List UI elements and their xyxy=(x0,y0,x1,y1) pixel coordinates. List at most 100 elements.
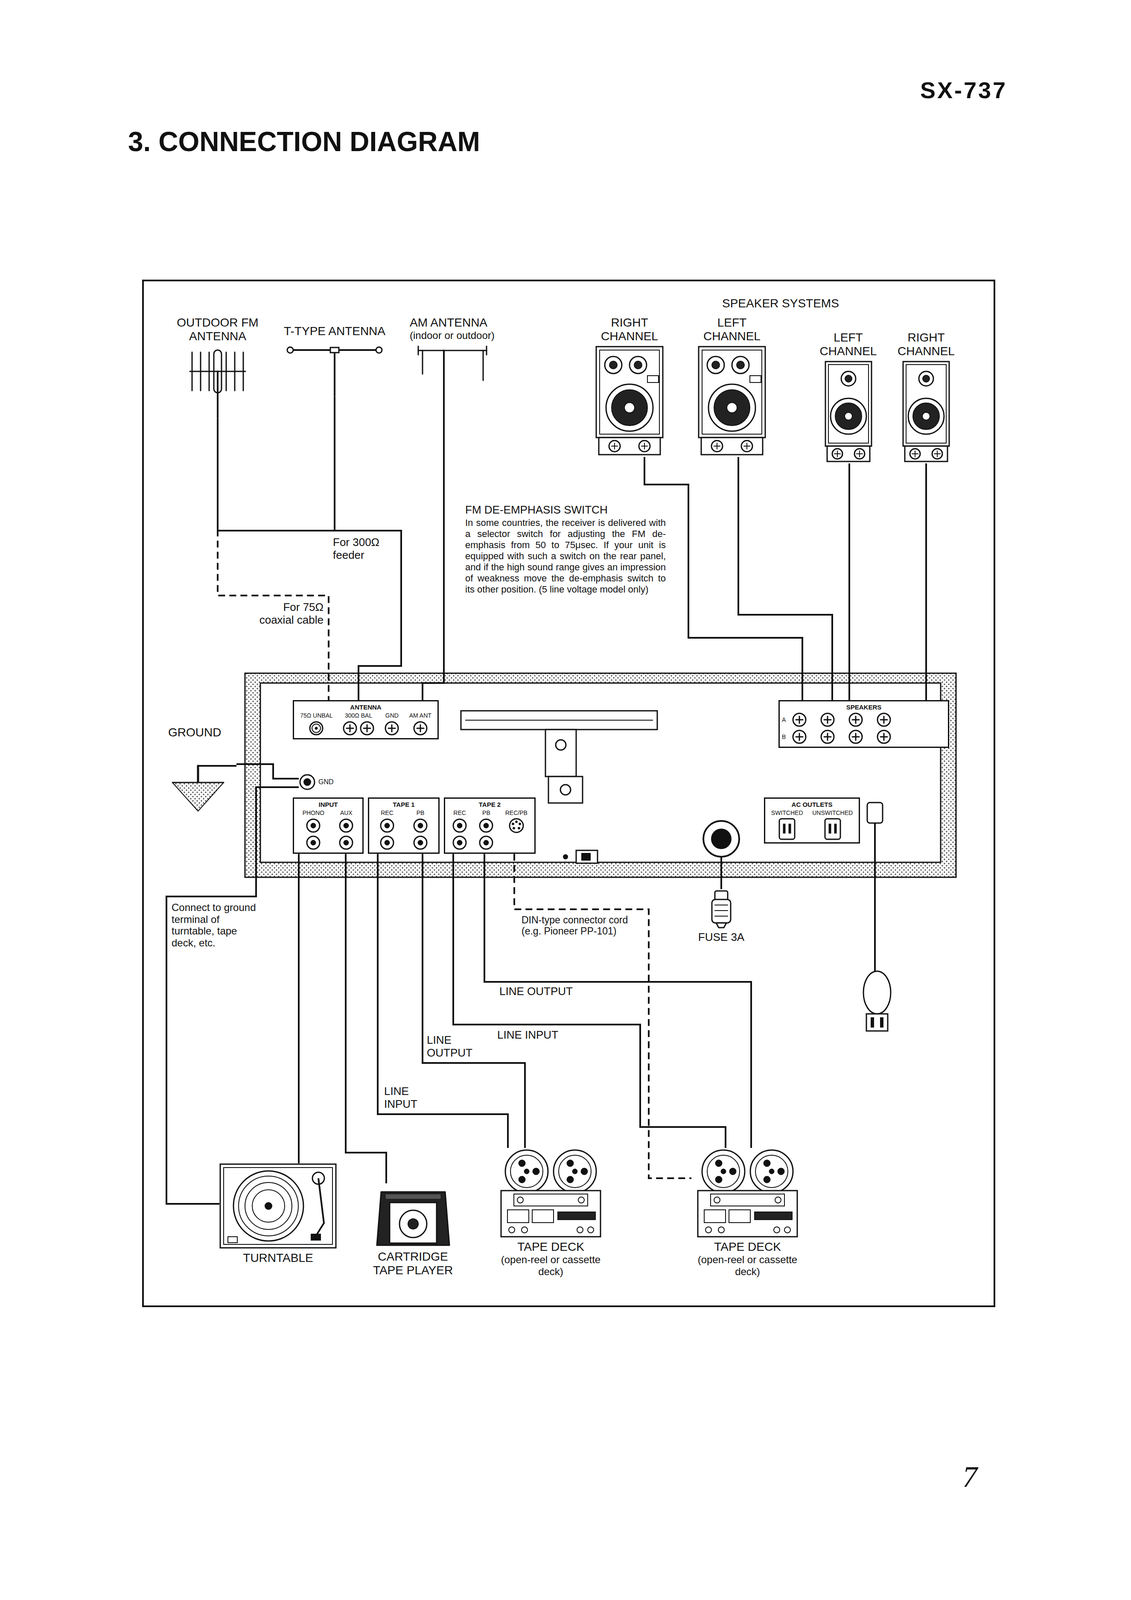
icon-circle xyxy=(512,827,515,830)
jack xyxy=(451,834,468,851)
icon-circle xyxy=(854,448,865,459)
icon-circle xyxy=(360,721,374,735)
device: TURNTABLE xyxy=(219,1163,337,1265)
terminal-cell: REC xyxy=(451,809,468,851)
ferrite-bar xyxy=(460,710,658,730)
jack-group xyxy=(412,817,429,851)
icon-circle xyxy=(909,448,921,459)
icon-circle xyxy=(306,836,320,849)
icon-circle xyxy=(715,1159,723,1167)
icon-rect xyxy=(788,823,791,834)
icon-rect xyxy=(596,346,663,438)
icon-rect xyxy=(728,1209,751,1223)
device-icon xyxy=(691,345,773,457)
icon-circle xyxy=(303,778,311,786)
note-label: In some countries, the receiver is deliv… xyxy=(465,517,666,595)
ferrite-bar-line xyxy=(465,719,653,721)
device: OUTDOOR FM ANTENNA xyxy=(174,315,261,419)
icon-line xyxy=(482,350,484,381)
power-cord-bushing xyxy=(867,802,883,823)
icon-circle xyxy=(835,402,862,430)
device-label-group: RIGHT CHANNEL xyxy=(894,330,959,359)
icon-circle xyxy=(922,412,930,420)
jack-group xyxy=(412,720,429,736)
icon-path xyxy=(716,922,727,928)
terminal-label: B xyxy=(781,733,786,741)
icon-line xyxy=(827,733,829,741)
jack xyxy=(876,711,892,728)
icon-line xyxy=(422,350,424,374)
terminal-row: AB xyxy=(781,711,946,745)
icon-rect xyxy=(779,818,795,840)
bracket-screw xyxy=(555,739,566,750)
jack xyxy=(338,817,354,834)
device-icon xyxy=(174,345,261,419)
icon-circle xyxy=(417,839,423,846)
jack xyxy=(379,817,395,834)
cable xyxy=(453,853,726,1148)
icon-rect xyxy=(704,1209,726,1223)
icon-rect xyxy=(698,346,766,438)
terminal-row: REC PB REC/PB xyxy=(447,809,533,851)
device-label-group: TAPE DECK(open-reel or cassette deck) xyxy=(691,1239,804,1277)
cable xyxy=(345,853,387,1184)
spkS-picture xyxy=(824,360,873,464)
rca-jack xyxy=(478,817,494,834)
terminal-cell: 300Ω BAL xyxy=(342,711,375,736)
jack xyxy=(824,817,842,840)
jack xyxy=(778,817,796,840)
device: CARTRIDGE TAPE PLAYER xyxy=(371,1183,455,1277)
plug-body xyxy=(863,970,891,1014)
note-label: SPEAKER SYSTEMS xyxy=(722,296,893,311)
device-label-group: LEFT CHANNEL xyxy=(691,315,773,344)
icon-circle xyxy=(524,1168,530,1174)
icon-circle xyxy=(587,1226,594,1233)
icon-circle xyxy=(343,822,349,828)
icon-circle xyxy=(777,1167,785,1175)
terminal-label: SWITCHED xyxy=(771,809,804,817)
icon-circle xyxy=(453,836,467,849)
icon-circle xyxy=(311,723,321,733)
icon-line xyxy=(644,443,645,449)
terminal-label: A xyxy=(781,716,786,723)
terminal-label: REC/PB xyxy=(505,809,528,817)
screw-jack xyxy=(412,720,429,736)
spkS-picture xyxy=(902,360,951,464)
dashed-cable xyxy=(217,418,329,700)
icon-circle xyxy=(609,440,621,452)
cable xyxy=(644,456,803,700)
icon-circle xyxy=(711,361,720,369)
rca-jack xyxy=(412,834,429,851)
terminal-cell: PB xyxy=(412,809,429,851)
icon-circle xyxy=(380,819,394,832)
cable xyxy=(377,853,508,1148)
icon-circle xyxy=(252,1189,285,1222)
jack xyxy=(451,817,468,834)
icon-line xyxy=(798,733,801,741)
terminal-cell: PB xyxy=(478,809,494,851)
icon-rect xyxy=(702,349,762,435)
icon-line xyxy=(798,716,801,723)
fuse-picture xyxy=(695,889,747,929)
icon-line xyxy=(418,349,487,351)
icon-circle xyxy=(577,1226,583,1233)
terminal-cell: GND xyxy=(384,711,400,736)
icon-circle xyxy=(634,361,642,369)
icon-rect xyxy=(749,375,761,383)
icon-rect xyxy=(513,1193,588,1206)
icon-circle xyxy=(339,836,353,849)
icon-circle xyxy=(849,713,863,726)
icon-circle xyxy=(339,819,353,832)
terminal-label: REC xyxy=(453,809,467,817)
fuse-holder xyxy=(703,820,740,857)
am-picture xyxy=(409,343,538,409)
icon-circle xyxy=(845,375,852,382)
icon-line xyxy=(198,764,237,767)
icon-circle xyxy=(399,1209,427,1238)
device-label: RIGHT CHANNEL xyxy=(588,315,671,344)
icon-circle xyxy=(517,1196,524,1203)
jack xyxy=(478,834,494,851)
terminal-block: ANTENNA75Ω UNBAL300Ω BALGNDAM ANT xyxy=(292,699,439,740)
icon-circle xyxy=(715,1175,723,1183)
